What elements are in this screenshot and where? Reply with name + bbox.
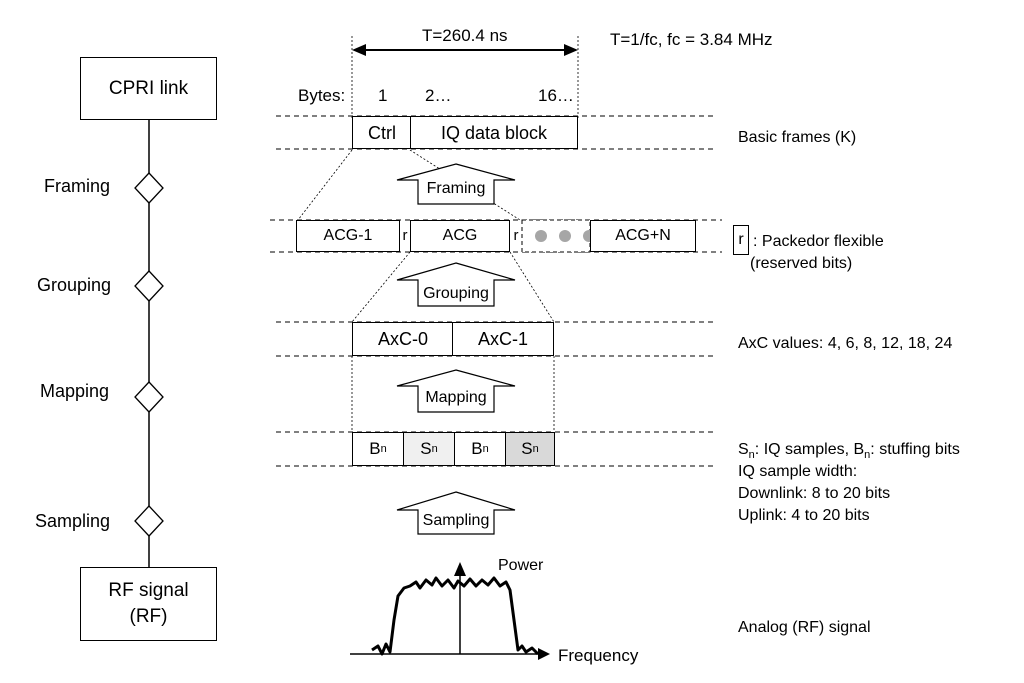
ellipsis-dot-2	[559, 230, 571, 242]
step-framing-label: Framing	[44, 176, 111, 196]
samples-note-b-sub: n	[864, 449, 871, 462]
samples-note-s: S	[738, 441, 749, 458]
sample-cell-s2-base: S	[521, 439, 533, 458]
basic-frames-note: Basic frames (K)	[738, 129, 857, 146]
mapping-arrow-label: Mapping	[425, 389, 487, 406]
sample-cell-b1-base: B	[369, 439, 381, 458]
acg-last-label: ACG+N	[615, 227, 671, 244]
ctrl-block: Ctrl	[352, 116, 412, 149]
axc-0-block: AxC-0	[352, 322, 454, 356]
reserved-r2: r	[510, 220, 522, 252]
framing-arrow-shape	[396, 163, 516, 205]
diamond-mapping	[134, 381, 164, 413]
samples-note-line1: Sn: IQ samples, Bn: stuffing bits	[738, 440, 960, 465]
byte-2-label: 2…	[425, 86, 452, 105]
rf-spectrum-curve	[371, 576, 540, 656]
ctrl-label: Ctrl	[368, 122, 396, 143]
ellipsis-box	[521, 219, 591, 253]
byte-16-label: 16…	[538, 86, 574, 105]
samples-note-line3: Downlink: 8 to 20 bits	[738, 485, 891, 502]
rf-signal-label: RF signal	[108, 580, 189, 601]
power-axis-label: Power	[498, 557, 544, 574]
frequency-axis-label: Frequency	[558, 646, 639, 665]
acg-mid-block: ACG	[410, 220, 510, 252]
sampling-arrow-shape	[396, 491, 516, 535]
period-label: T=260.4 ns	[422, 26, 508, 45]
reserved-r1: r	[400, 220, 410, 252]
sampling-arrow-label: Sampling	[422, 512, 490, 529]
period-formula: T=1/fc, fc = 3.84 MHz	[610, 30, 773, 49]
acg-mid-label: ACG	[442, 227, 478, 244]
samples-note-line2: IQ sample width:	[738, 463, 858, 480]
grouping-arrow-shape	[396, 262, 516, 307]
reserved-legend-box: r	[733, 225, 749, 255]
rf-signal-abbrev: (RF)	[129, 606, 168, 627]
sample-cell-b1-sub: n	[380, 443, 387, 455]
power-axis-arrow	[454, 562, 466, 576]
axc-values-note: AxC values: 4, 6, 8, 12, 18, 24	[738, 335, 953, 352]
reserved-r2-label: r	[513, 227, 519, 244]
reserved-note-2: (reserved bits)	[750, 255, 853, 272]
axc-0-label: AxC-0	[377, 329, 428, 349]
grouping-arrow-label: Grouping	[423, 285, 489, 302]
iq-data-block: IQ data block	[410, 116, 578, 149]
sample-cell-s1-sub: n	[431, 443, 438, 455]
sample-cell-s2-sub: n	[532, 443, 539, 455]
step-grouping-label: Grouping	[37, 275, 112, 295]
step-sampling-label: Sampling	[35, 511, 111, 531]
sample-cell-b2-sub: n	[482, 443, 489, 455]
samples-note-s-sub: n	[748, 449, 755, 462]
period-arrow-left	[352, 44, 366, 56]
analog-signal-note: Analog (RF) signal	[738, 619, 871, 636]
freq-axis-arrow	[538, 648, 550, 660]
sample-cell-s1-base: S	[420, 439, 432, 458]
diamond-sampling	[134, 505, 164, 537]
acg-first-block: ACG-1	[296, 220, 400, 252]
bytes-label: Bytes:	[298, 86, 346, 105]
samples-note-c: : stuffing bits	[870, 441, 960, 458]
axc-1-block: AxC-1	[452, 322, 554, 356]
iq-data-label: IQ data block	[440, 122, 548, 143]
period-arrow-right	[564, 44, 578, 56]
byte-1-label: 1	[378, 86, 388, 105]
rf-signal-box: RF signal (RF)	[80, 567, 217, 641]
diamond-framing	[134, 172, 164, 204]
reserved-note-1: : Packedor flexible	[753, 233, 884, 250]
acg-last-block: ACG+N	[590, 220, 696, 252]
reserved-legend-label: r	[738, 231, 744, 248]
cpri-link-label: CPRI link	[108, 77, 189, 99]
expand-line-1a	[297, 149, 353, 221]
samples-note-a: : IQ samples, B	[754, 441, 865, 458]
step-mapping-label: Mapping	[40, 381, 110, 401]
expand-line-2b	[509, 251, 555, 323]
ellipsis-dot-1	[535, 230, 547, 242]
expand-line-2a	[351, 251, 411, 323]
mapping-arrow-shape	[396, 369, 516, 413]
diamond-grouping	[134, 270, 164, 302]
acg-first-label: ACG-1	[323, 227, 373, 244]
samples-note-line4: Uplink: 4 to 20 bits	[738, 507, 870, 524]
reserved-r1-label: r	[402, 227, 408, 244]
framing-arrow-label: Framing	[426, 180, 486, 197]
cpri-link-box: CPRI link	[80, 57, 217, 120]
axc-1-label: AxC-1	[477, 329, 528, 349]
sample-cell-b2-base: B	[471, 439, 483, 458]
